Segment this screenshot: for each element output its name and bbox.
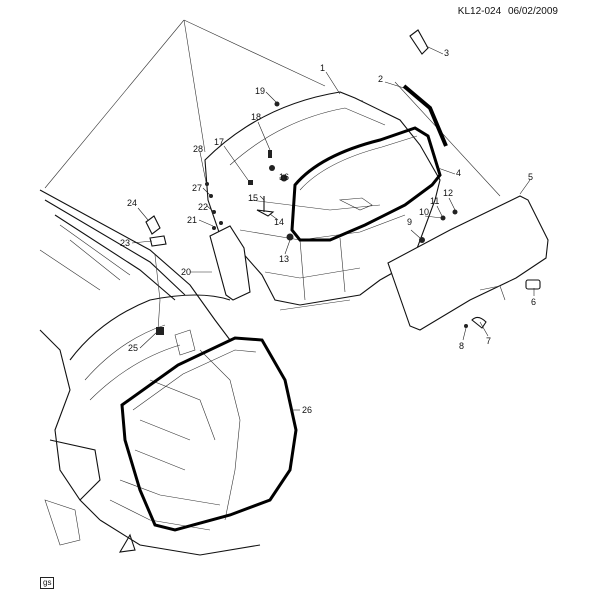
callout-11: 11 <box>430 196 440 206</box>
callout-24: 24 <box>127 198 138 208</box>
weatherstrip-26 <box>120 336 298 532</box>
weatherstrip-4 <box>290 126 442 242</box>
callout-12: 12 <box>443 188 454 198</box>
liftgate-panel <box>204 91 441 306</box>
gs-badge: gs <box>40 577 55 589</box>
callout-18: 18 <box>251 112 262 122</box>
callout-20: 20 <box>181 267 192 277</box>
callout-25: 25 <box>128 343 139 353</box>
callout-3: 3 <box>444 48 450 58</box>
callout-14: 14 <box>274 217 285 227</box>
callout-27: 27 <box>192 183 203 193</box>
diagram-code: KL12-024 <box>457 6 502 17</box>
trim-panel-20 <box>209 225 251 301</box>
callout-5: 5 <box>528 172 534 182</box>
callout-22: 22 <box>198 202 209 212</box>
callout-15: 15 <box>248 193 259 203</box>
callout-19: 19 <box>255 86 266 96</box>
callout-4: 4 <box>456 168 462 178</box>
callout-2: 2 <box>378 74 384 84</box>
callout-6: 6 <box>531 297 537 307</box>
callout-10: 10 <box>419 207 430 217</box>
callout-16: 16 <box>279 172 290 182</box>
callout-1: 1 <box>320 63 326 73</box>
callout-26: 26 <box>302 405 313 415</box>
window-glass <box>387 195 549 331</box>
vehicle-body <box>39 189 261 556</box>
callout-21: 21 <box>187 215 198 225</box>
callout-8: 8 <box>459 341 465 351</box>
callout-13: 13 <box>279 254 290 264</box>
callout-17: 17 <box>214 137 225 147</box>
diagram-date: 06/02/2009 <box>507 6 558 17</box>
diagram-header: KL12-024 06/02/2009 <box>454 6 558 17</box>
leader-lines <box>131 45 535 411</box>
spoiler-trim-2 <box>402 84 448 147</box>
small-parts <box>145 29 541 335</box>
callout-7: 7 <box>486 336 492 346</box>
callout-23: 23 <box>120 238 131 248</box>
callout-9: 9 <box>407 217 413 227</box>
callout-28: 28 <box>193 144 204 154</box>
